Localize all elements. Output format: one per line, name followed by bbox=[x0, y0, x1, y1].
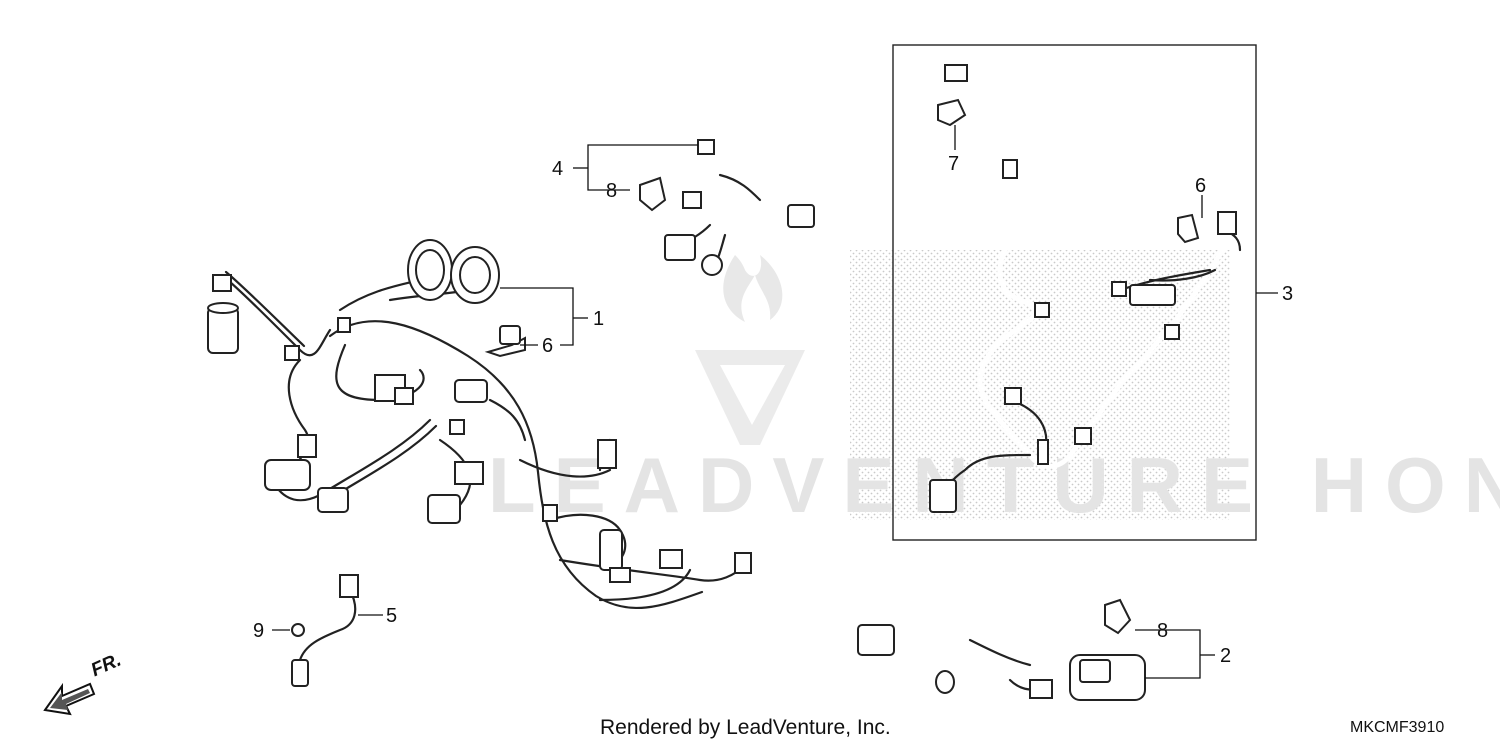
sensor-5 bbox=[291, 659, 309, 687]
callout-6-main[interactable]: 6 bbox=[542, 335, 553, 357]
connector-e bbox=[454, 461, 484, 485]
clip-3c bbox=[1034, 302, 1050, 318]
front-direction-arrow-icon bbox=[43, 682, 96, 716]
connector-2c bbox=[1029, 679, 1053, 699]
sub-harness-3 bbox=[929, 64, 1242, 513]
sensor-cap bbox=[207, 302, 239, 314]
footer-credit: Rendered by LeadVenture, Inc. bbox=[600, 716, 891, 739]
connector-3a bbox=[944, 64, 968, 82]
clamp-8-bottom bbox=[1104, 598, 1132, 635]
bolt-9 bbox=[291, 623, 305, 637]
connector-2b bbox=[1079, 659, 1111, 683]
sub-harness-4 bbox=[639, 139, 815, 276]
clip-3b bbox=[1002, 159, 1018, 179]
connector-3c bbox=[1217, 211, 1237, 235]
watermark-text: LEADVENTURE HONDA bbox=[488, 441, 1500, 529]
connector-2a bbox=[857, 624, 895, 656]
callout-1[interactable]: 1 bbox=[593, 308, 604, 330]
grommet-4 bbox=[701, 254, 723, 276]
clip-4b bbox=[682, 191, 702, 209]
leadventure-logo-icon bbox=[695, 255, 805, 445]
grommet-2 bbox=[935, 670, 955, 694]
connector-i bbox=[659, 549, 683, 569]
sensor-b bbox=[599, 529, 623, 571]
sub-harness-5 bbox=[291, 574, 359, 687]
clip-3f bbox=[1164, 324, 1180, 340]
connector-4b bbox=[787, 204, 815, 228]
clip-b bbox=[609, 567, 631, 583]
diagram-code: MKCMF3910 bbox=[1350, 719, 1445, 736]
callout-4[interactable]: 4 bbox=[552, 158, 563, 180]
connector-b bbox=[317, 487, 349, 513]
bracket-6 bbox=[484, 336, 526, 358]
clip-e bbox=[449, 419, 465, 435]
connector-g bbox=[394, 387, 414, 405]
sensor-connector bbox=[212, 274, 232, 292]
relay-block bbox=[454, 379, 488, 403]
clip-c bbox=[337, 317, 351, 333]
callout-3[interactable]: 3 bbox=[1282, 283, 1293, 305]
bracket-7 bbox=[937, 98, 967, 127]
clip-3d bbox=[1004, 387, 1022, 405]
callout-8-top[interactable]: 8 bbox=[606, 180, 617, 202]
callout-7[interactable]: 7 bbox=[948, 153, 959, 175]
clamp-8-top bbox=[639, 176, 667, 212]
connector-a bbox=[264, 459, 311, 491]
callout-5[interactable]: 5 bbox=[386, 605, 397, 627]
ground-post bbox=[1037, 439, 1049, 465]
connector-4a bbox=[664, 234, 696, 261]
main-harness-components bbox=[207, 239, 752, 583]
relay-3 bbox=[1129, 284, 1176, 306]
callout-2[interactable]: 2 bbox=[1220, 645, 1231, 667]
connector-3b bbox=[929, 479, 957, 513]
callout-9[interactable]: 9 bbox=[253, 620, 264, 642]
connector-j bbox=[734, 552, 752, 574]
clip-4 bbox=[697, 139, 715, 155]
callout-6-sub[interactable]: 6 bbox=[1195, 175, 1206, 197]
sensor-cylinder bbox=[207, 307, 239, 354]
callout-8-bottom[interactable]: 8 bbox=[1157, 620, 1168, 642]
callouts: 1 6 4 8 3 6 7 2 8 5 9 bbox=[253, 125, 1293, 679]
clip-a bbox=[542, 504, 558, 522]
clamp-6 bbox=[499, 325, 521, 345]
connector-h bbox=[597, 439, 617, 469]
clip-3e bbox=[1074, 427, 1092, 445]
sub-harness-2 bbox=[857, 598, 1146, 701]
clip-3a bbox=[1111, 281, 1127, 297]
clip-d bbox=[284, 345, 300, 361]
watermark: LEADVENTURE HONDA bbox=[488, 250, 1500, 529]
connector-5 bbox=[339, 574, 359, 598]
connector-c bbox=[297, 434, 317, 458]
clamp-6-sub bbox=[1177, 213, 1200, 244]
connector-d bbox=[427, 494, 461, 524]
